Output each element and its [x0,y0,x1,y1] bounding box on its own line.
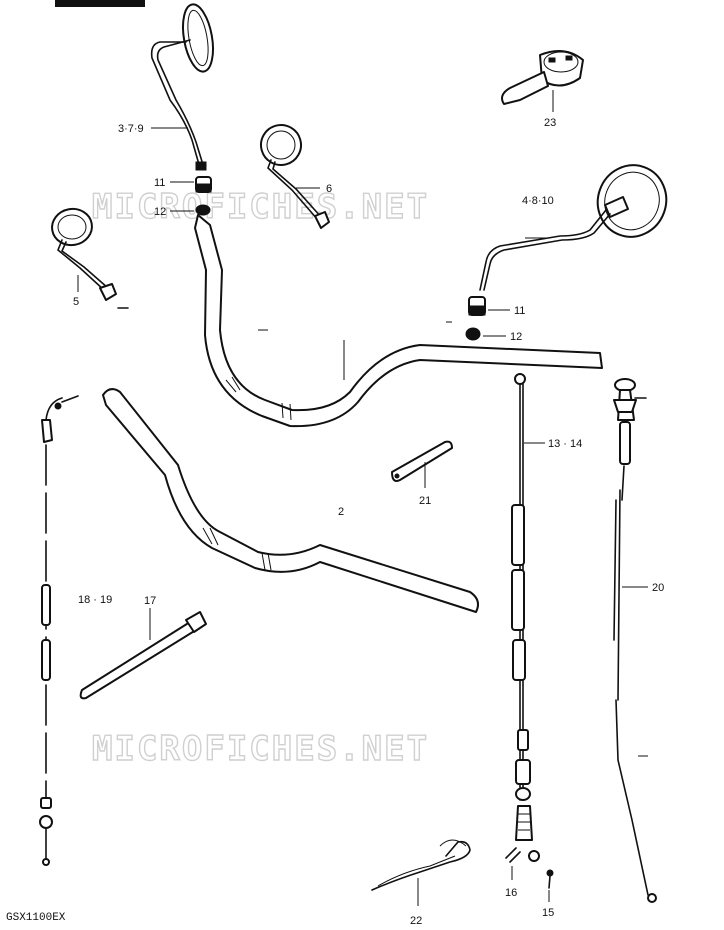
clip-22 [371,839,471,891]
label-21: 21 [419,495,431,507]
label-17: 17 [144,595,156,607]
label-5: 5 [73,296,79,308]
cable-20 [613,378,657,903]
label-4-8-10: 4·8·10 [522,195,554,207]
switch-23 [501,50,584,105]
label-11-top: 11 [154,177,165,189]
cable-18-19 [39,395,79,866]
handlebar-lower [102,388,479,613]
nut-12-top [195,204,211,216]
label-3-7-9: 3·7·9 [118,123,144,135]
cable-tie-17 [79,611,207,700]
clamp-11-right [468,296,486,316]
clamp-11-top [195,176,212,193]
label-20: 20 [652,582,664,594]
pin-16 [505,847,521,863]
mirror-6 [260,124,330,229]
label-12-top: 12 [154,206,166,218]
nut-12-right [465,327,481,341]
label-6: 6 [326,183,332,195]
label-23: 23 [544,117,556,129]
label-12-right: 12 [510,331,522,343]
mirror-left-upper [150,3,214,171]
label-11-right: 11 [514,305,525,317]
bracket-21 [391,440,453,482]
screw-15 [546,869,554,889]
header-fragment [55,0,145,7]
cable-13-14 [511,373,540,862]
handlebar-upper [194,214,603,428]
watermark-bottom: MICROFICHES.NET [92,729,429,769]
watermark-top: MICROFICHES.NET [92,187,429,227]
label-2: 2 [338,506,344,518]
mirror-5 [51,207,129,309]
label-22: 22 [410,915,422,927]
model-code: GSX1100EX [6,912,66,924]
label-13-14: 13 · 14 [548,438,582,450]
label-16: 16 [505,887,517,899]
label-15: 15 [542,907,554,919]
mirror-right [479,164,668,291]
label-18-19: 18 · 19 [78,594,112,606]
